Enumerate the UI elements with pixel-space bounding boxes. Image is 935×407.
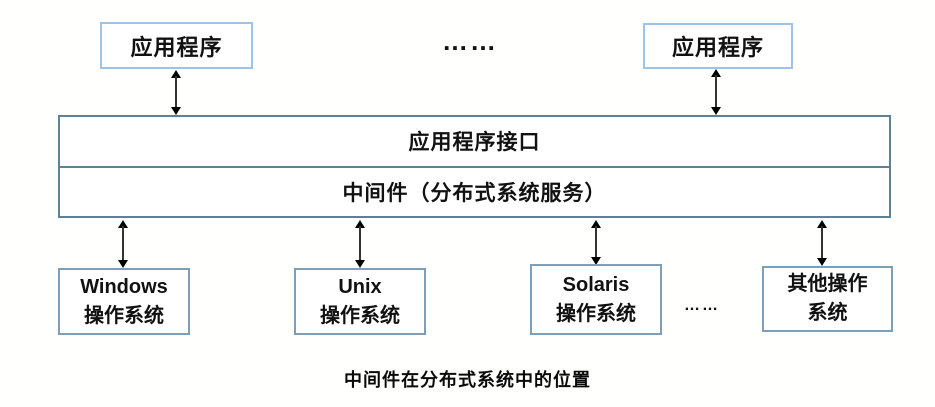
os-box-solaris: Solaris 操作系统: [530, 264, 662, 335]
app-box-right-label: 应用程序: [671, 35, 764, 60]
double-arrow-os-other: [816, 220, 828, 266]
top-ellipsis: ……: [442, 26, 498, 56]
os-box-windows: Windows 操作系统: [58, 268, 190, 335]
bottom-ellipsis: ……: [684, 297, 720, 314]
os-box-unix: Unix 操作系统: [294, 268, 426, 335]
arrow-shaft: [715, 75, 717, 109]
app-box-right: 应用程序: [643, 23, 793, 69]
api-layer-label: 应用程序接口: [408, 131, 541, 155]
middleware-layer: 中间件（分布式系统服务）: [60, 168, 889, 217]
arrow-shaft: [595, 226, 597, 259]
app-box-left-label: 应用程序: [130, 34, 223, 60]
api-layer: 应用程序接口: [60, 117, 889, 168]
middleware-band: 应用程序接口 中间件（分布式系统服务）: [58, 115, 891, 218]
os-box-windows-suffix: 操作系统: [84, 304, 164, 327]
double-arrow-os-solaris: [590, 220, 602, 265]
arrow-shaft: [359, 226, 361, 262]
double-arrow-app-left: [170, 70, 182, 115]
middleware-layer-label: 中间件（分布式系统服务）: [342, 181, 607, 205]
arrow-shaft: [175, 76, 177, 109]
os-box-other-name: 其他操作: [787, 273, 868, 295]
arrow-shaft: [821, 226, 823, 260]
os-box-solaris-name: Solaris: [562, 273, 630, 296]
os-box-other: 其他操作 系统: [762, 266, 893, 332]
diagram-caption: 中间件在分布式系统中的位置: [344, 370, 591, 390]
double-arrow-app-right: [710, 69, 722, 115]
os-box-unix-suffix: 操作系统: [320, 304, 400, 327]
arrow-shaft: [122, 226, 124, 262]
double-arrow-os-unix: [354, 220, 366, 268]
os-box-other-suffix: 系统: [807, 302, 848, 324]
os-box-solaris-suffix: 操作系统: [556, 302, 636, 325]
os-box-windows-name: Windows: [80, 275, 168, 298]
app-box-left: 应用程序: [100, 22, 253, 69]
os-box-unix-name: Unix: [338, 275, 382, 298]
double-arrow-os-windows: [117, 220, 129, 268]
